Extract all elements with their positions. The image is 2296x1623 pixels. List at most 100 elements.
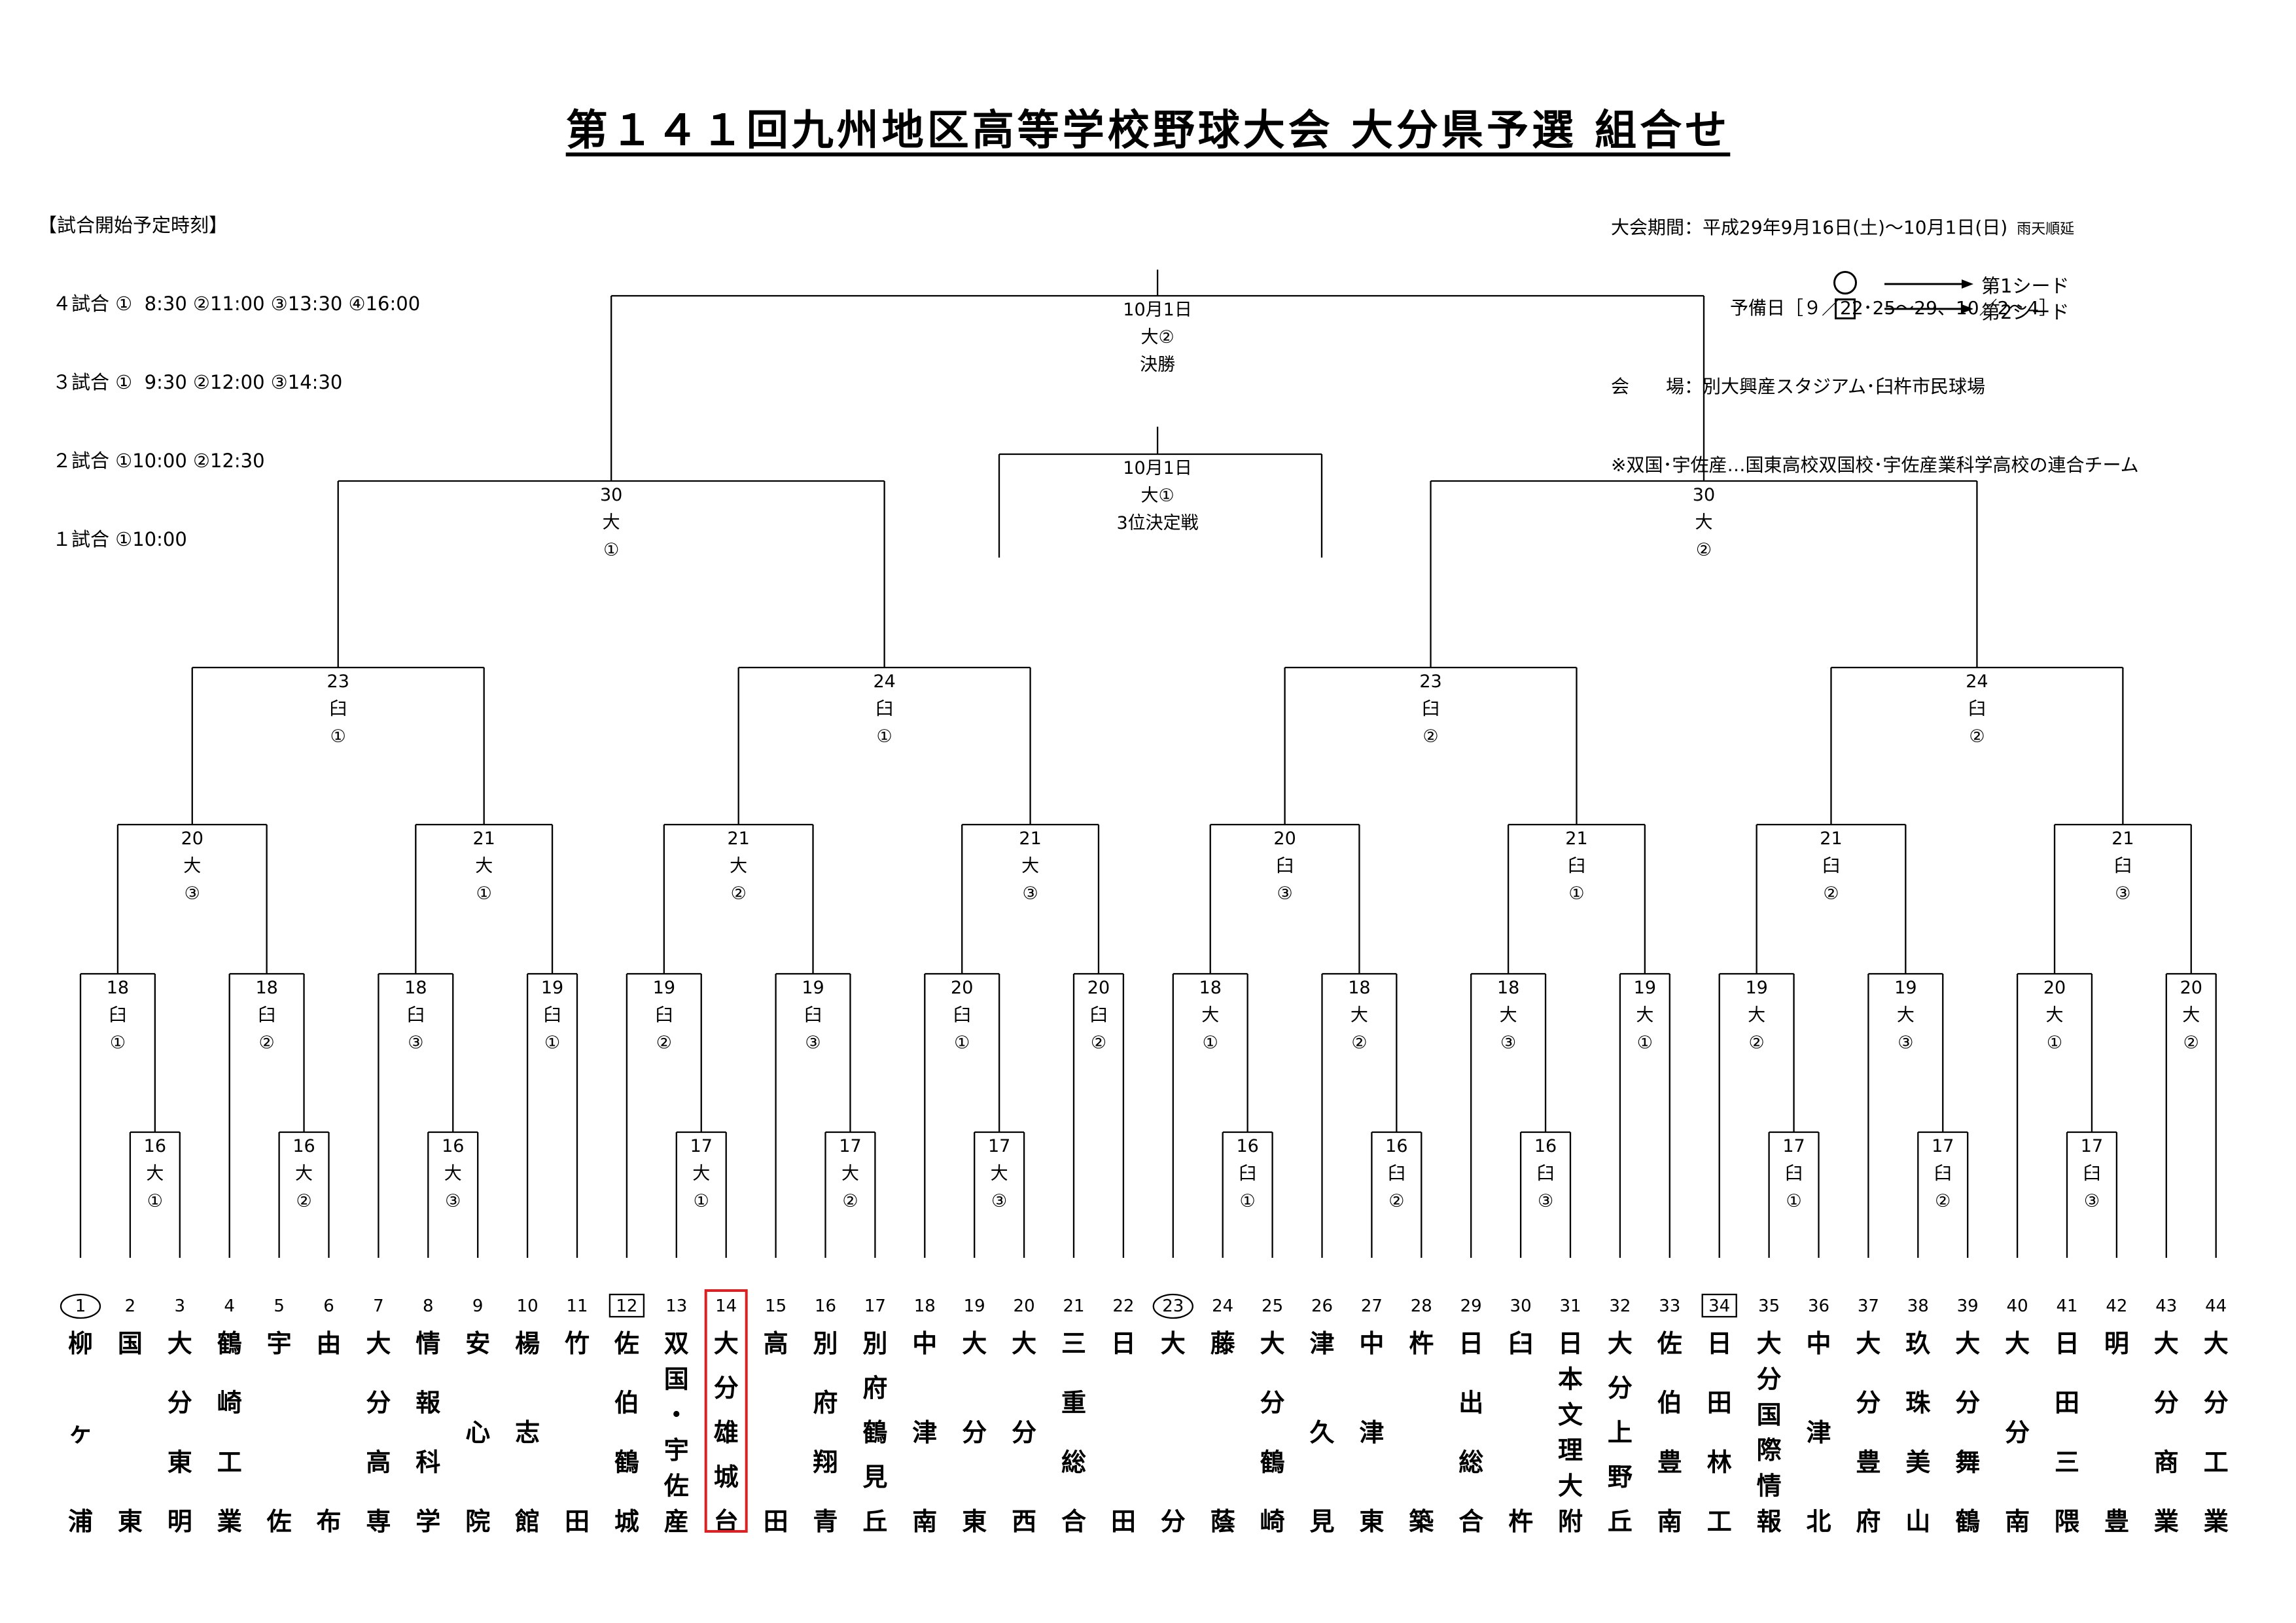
team-name-char: 隈: [2055, 1507, 2080, 1536]
match-slot: ②: [1091, 1033, 1106, 1053]
team-name: 国東: [118, 1329, 143, 1536]
team-number: 24: [1212, 1296, 1233, 1316]
team-name-char: 東: [118, 1507, 143, 1536]
match-date: 18: [1497, 978, 1519, 998]
match-venue: 大: [1500, 1005, 1517, 1026]
team-name-char: 津: [1806, 1418, 1831, 1447]
team-name-char: 大: [962, 1329, 987, 1358]
team-number: 14: [715, 1296, 737, 1316]
team-name-char: 大: [1608, 1329, 1633, 1358]
team-number: 30: [1510, 1296, 1532, 1316]
team-name-char: 田: [1707, 1389, 1732, 1418]
team-name-char: 別: [862, 1329, 887, 1358]
team-name: 藤蔭: [1210, 1329, 1236, 1536]
match-slot: ②: [1696, 540, 1712, 560]
team-name-char: 学: [415, 1507, 440, 1536]
team-name-char: ・: [664, 1400, 689, 1429]
team-name: 臼杵: [1508, 1329, 1533, 1536]
match-date: 16: [1385, 1136, 1407, 1156]
match-date: 19: [1634, 978, 1656, 998]
team-number: 21: [1063, 1296, 1084, 1316]
team-name: 大分西: [1012, 1329, 1036, 1536]
team-name-char: 中: [912, 1329, 937, 1358]
match-date: 16: [292, 1136, 315, 1156]
match-venue: 臼: [1422, 699, 1439, 719]
team-name-char: 高: [366, 1448, 391, 1476]
team-name-char: 大: [1955, 1329, 1980, 1358]
third-venue: 大①: [1140, 486, 1174, 506]
team-number: 7: [373, 1296, 384, 1316]
team-name: 中津北: [1806, 1329, 1831, 1536]
match-slot: ③: [185, 883, 200, 904]
match-slot: ①: [954, 1033, 970, 1053]
team-name-char: 宇: [267, 1329, 292, 1358]
match-date: 19: [1745, 978, 1767, 998]
team-name-char: ヶ: [68, 1418, 93, 1447]
third-round: 3位決定戦: [1116, 513, 1198, 533]
team-name-char: 館: [515, 1507, 540, 1536]
match-venue: 大: [1748, 1005, 1765, 1026]
team-number: 15: [765, 1296, 786, 1316]
team-name-char: 久: [1309, 1418, 1334, 1447]
match-slot: ②: [1388, 1191, 1404, 1211]
team-name-char: 附: [1558, 1507, 1583, 1536]
team-name-char: 大: [2154, 1329, 2179, 1358]
match-venue: 臼: [109, 1005, 126, 1026]
team-number: 37: [1858, 1296, 1879, 1316]
team-name-char: 豊: [1856, 1448, 1881, 1476]
match-slot: ③: [1898, 1033, 1913, 1053]
team-name-char: 丘: [862, 1507, 887, 1536]
team-name-char: 大: [2005, 1329, 2030, 1358]
team-number: 11: [566, 1296, 588, 1316]
team-name-char: 工: [217, 1448, 242, 1476]
match-slot: ②: [1935, 1191, 1951, 1211]
team-name-char: 情: [415, 1329, 440, 1358]
match-date: 23: [1419, 671, 1441, 692]
match-slot: ①: [1568, 883, 1584, 904]
match-slot: ③: [1022, 883, 1038, 904]
team-name-char: 東: [168, 1448, 192, 1476]
team-name: 中津東: [1359, 1329, 1384, 1536]
team-name-char: 鶴: [217, 1329, 242, 1358]
team-name-char: 津: [1359, 1418, 1384, 1447]
team-number: 40: [2007, 1296, 2028, 1316]
team-name-char: 玖: [1905, 1329, 1930, 1358]
team-number: 32: [1609, 1296, 1631, 1316]
second-seed-label: 第2シード: [1981, 301, 2070, 323]
match-date: 21: [1820, 829, 1842, 849]
team-number: 20: [1014, 1296, 1035, 1316]
team-number: 19: [964, 1296, 985, 1316]
team-name-char: 林: [1707, 1448, 1732, 1476]
team-name-char: 中: [1359, 1329, 1384, 1358]
final-round: 決勝: [1140, 355, 1175, 375]
match-slot: ②: [1969, 726, 1985, 747]
match-venue: 大: [603, 512, 620, 533]
match-venue: 大: [991, 1164, 1008, 1184]
page-title-text: 第１４１回九州地区高等学校野球大会 大分県予選 組合せ: [565, 107, 1731, 155]
team-name-char: 出: [1458, 1389, 1483, 1418]
team-number: 3: [175, 1296, 186, 1316]
team-name-char: 院: [465, 1507, 490, 1536]
team-number: 9: [472, 1296, 484, 1316]
team-name-char: 商: [2154, 1448, 2179, 1476]
schedule-heading: 【試合開始予定時刻】: [38, 214, 228, 236]
team-number: 39: [1957, 1296, 1979, 1316]
team-number: 13: [665, 1296, 687, 1316]
team-name-char: 分: [1260, 1389, 1285, 1418]
match-venue: 大: [2046, 1005, 2064, 1026]
team-name-char: 業: [2154, 1507, 2179, 1536]
team-name-char: 楊: [515, 1329, 540, 1358]
team-name-char: 大: [1757, 1329, 1782, 1358]
team-name-char: 安: [465, 1329, 490, 1358]
match-date: 30: [600, 485, 622, 505]
match-venue: 臼: [1537, 1164, 1555, 1184]
match-slot: ①: [544, 1033, 560, 1053]
team-name-char: 分: [714, 1374, 739, 1402]
